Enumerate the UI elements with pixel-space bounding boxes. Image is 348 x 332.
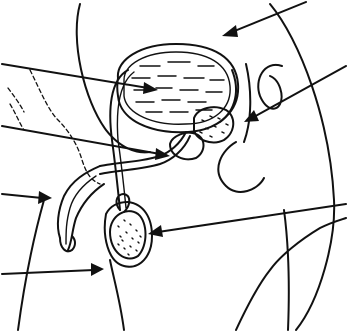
arrow-penis	[2, 191, 52, 204]
testis-stipple	[118, 220, 141, 255]
arrow-scrotum	[2, 263, 104, 276]
buttock-contour	[258, 65, 282, 109]
perineum-contour	[218, 142, 264, 192]
ductus-deferens	[110, 70, 128, 210]
pubic-bone-dashed	[30, 70, 100, 184]
arrow-testis	[148, 204, 346, 237]
body-outline	[18, 4, 346, 330]
pubic-hair-dashed	[8, 88, 24, 130]
arrow-peritoneum	[222, 2, 306, 37]
rectum-contour	[244, 64, 250, 142]
arrow-ductus-deferens	[2, 126, 170, 160]
penis-lower-contour	[68, 184, 104, 250]
thigh-contour	[270, 4, 334, 330]
scrotum-and-testis	[105, 194, 152, 267]
leg-contour-left	[110, 260, 124, 330]
penis	[58, 166, 104, 251]
abdomen-contour	[18, 200, 44, 330]
hip-contour	[236, 218, 346, 330]
ductus-deferens-inner	[117, 72, 134, 208]
bladder-inner-wall	[124, 52, 230, 124]
testis-outline	[110, 211, 146, 258]
leg-contour-right	[284, 210, 289, 330]
